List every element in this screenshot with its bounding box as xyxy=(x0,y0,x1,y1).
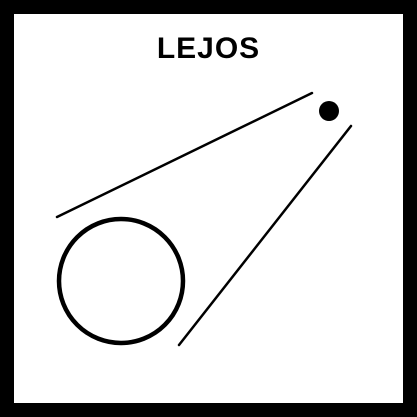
distance-illustration xyxy=(55,91,353,347)
small-dot-icon xyxy=(319,101,339,121)
perspective-line-lower xyxy=(177,124,353,347)
perspective-line-upper xyxy=(55,91,314,219)
pictogram-word: LEJOS xyxy=(156,32,261,65)
large-circle-icon xyxy=(56,216,186,346)
pictogram-canvas: LEJOS xyxy=(14,14,403,403)
